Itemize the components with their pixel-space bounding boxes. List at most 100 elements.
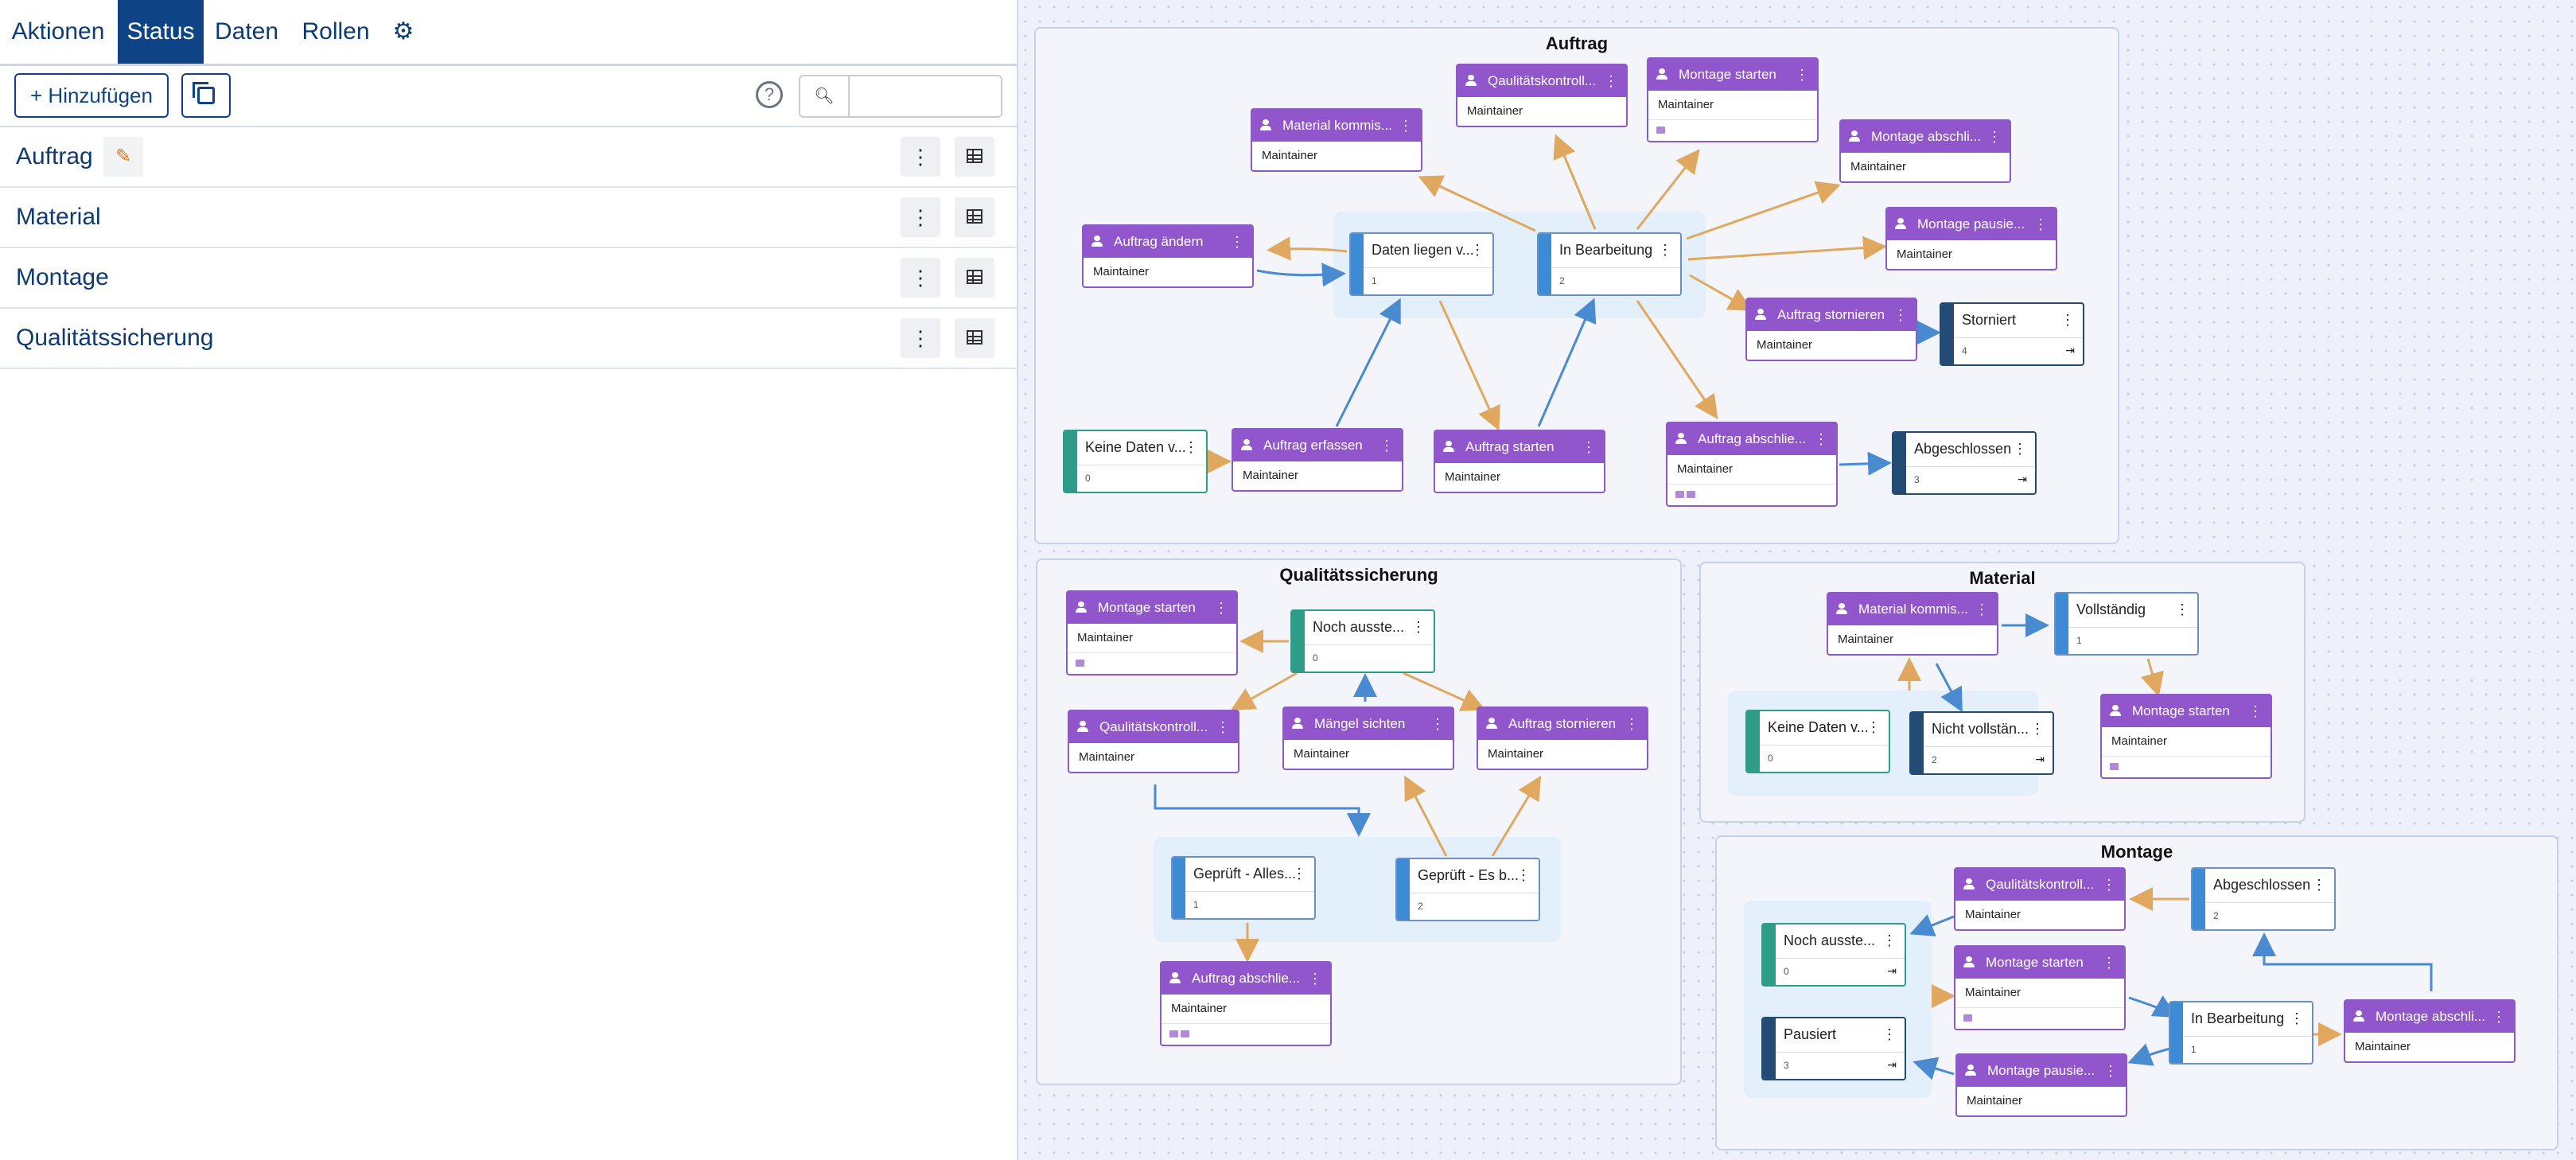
action-node[interactable]: Qaulitätskontroll...⋮ Maintainer — [1954, 867, 2126, 931]
more-icon[interactable]: ⋮ — [1216, 719, 1230, 735]
action-node[interactable]: Material kommis...⋮ Maintainer — [1251, 108, 1422, 172]
help-icon[interactable]: ? — [756, 81, 783, 108]
list-item-auftrag[interactable]: Auftrag ✎ ⋮ — [0, 127, 1017, 188]
more-icon[interactable]: ⋮ — [1430, 716, 1445, 732]
state-node[interactable]: In Bearbeitung⋮ 2 — [1537, 232, 1682, 296]
person-icon — [1755, 309, 1766, 320]
action-node[interactable]: Auftrag stornieren⋮ Maintainer — [1477, 707, 1648, 770]
state-node[interactable]: Geprüft - Es b...⋮ 2 — [1395, 858, 1540, 921]
more-icon[interactable]: ⋮ — [2175, 601, 2189, 617]
state-node[interactable]: In Bearbeitung⋮ 1 — [2169, 1001, 2313, 1065]
table-icon[interactable] — [955, 197, 994, 237]
more-icon[interactable]: ⋮ — [1214, 600, 1228, 616]
more-icon[interactable]: ⋮ — [2290, 1010, 2304, 1026]
search-input[interactable] — [850, 78, 1001, 115]
more-icon[interactable]: ⋮ — [2102, 877, 2116, 893]
more-icon[interactable]: ⋮ — [1308, 971, 1322, 987]
state-node[interactable]: Vollständig⋮ 1 — [2054, 592, 2199, 656]
more-icon[interactable]: ⋮ — [1882, 932, 1897, 948]
state-node[interactable]: Noch ausste...⋮ 0 — [1290, 609, 1435, 673]
action-node[interactable]: Montage abschli...⋮ Maintainer — [2344, 999, 2516, 1063]
more-icon[interactable]: ⋮ — [1230, 234, 1244, 250]
action-node[interactable]: Qaulitätskontroll...⋮ Maintainer — [1456, 64, 1628, 127]
state-node[interactable]: Daten liegen v...⋮ 1 — [1349, 232, 1494, 296]
more-icon[interactable]: ⋮ — [1399, 118, 1413, 134]
more-icon[interactable]: ⋮ — [2312, 877, 2326, 893]
more-icon[interactable]: ⋮ — [2033, 216, 2048, 232]
state-node[interactable]: Nicht vollstän...⋮ 2⇥ — [1909, 711, 2054, 775]
search-icon: 🔍︎ — [800, 76, 850, 116]
list-item-montage[interactable]: Montage ⋮ — [0, 248, 1017, 309]
action-node[interactable]: Montage pausie...⋮ Maintainer — [1885, 207, 2057, 271]
tab-daten[interactable]: Daten — [214, 18, 279, 45]
state-node[interactable]: Geprüft - Alles...⋮ 1 — [1171, 856, 1316, 920]
more-icon[interactable]: ⋮ — [1582, 439, 1596, 455]
tab-rollen[interactable]: Rollen — [302, 18, 370, 45]
more-icon[interactable]: ⋮ — [1987, 129, 2002, 145]
state-node[interactable]: Noch ausste...⋮ 0⇥ — [1761, 923, 1906, 987]
pencil-icon[interactable]: ✎ — [103, 137, 143, 177]
more-icon[interactable]: ⋮ — [2103, 1063, 2118, 1079]
more-icon[interactable]: ⋮ — [901, 137, 940, 177]
action-node[interactable]: Mängel sichten⋮ Maintainer — [1282, 707, 1454, 770]
table-icon[interactable] — [955, 137, 994, 177]
action-node[interactable]: Montage abschli...⋮ Maintainer — [1839, 119, 2011, 183]
state-node[interactable]: Storniert⋮ 4⇥ — [1940, 302, 2084, 366]
action-node[interactable]: Montage starten⋮ Maintainer — [2100, 694, 2272, 779]
data-icon — [1181, 1030, 1189, 1037]
more-icon[interactable]: ⋮ — [2060, 312, 2075, 328]
more-icon[interactable]: ⋮ — [1658, 242, 1672, 258]
more-icon[interactable]: ⋮ — [1866, 719, 1881, 735]
more-icon[interactable]: ⋮ — [2013, 441, 2027, 457]
tab-aktionen[interactable]: Aktionen — [11, 18, 105, 45]
more-icon[interactable]: ⋮ — [1975, 601, 1989, 617]
more-icon[interactable]: ⋮ — [1814, 431, 1828, 447]
action-node[interactable]: Auftrag starten⋮ Maintainer — [1434, 430, 1605, 493]
more-icon[interactable]: ⋮ — [901, 197, 940, 237]
table-icon[interactable] — [955, 318, 994, 358]
action-node[interactable]: Auftrag abschlie...⋮ Maintainer — [1160, 961, 1332, 1046]
more-icon[interactable]: ⋮ — [901, 318, 940, 358]
action-node[interactable]: Qaulitätskontroll...⋮ Maintainer — [1068, 710, 1239, 773]
list-item-qualitaetssicherung[interactable]: Qualitätssicherung ⋮ — [0, 309, 1017, 369]
action-node[interactable]: Montage starten⋮ Maintainer — [1954, 945, 2126, 1030]
person-icon — [1963, 956, 1975, 967]
action-node[interactable]: Montage starten⋮ Maintainer — [1647, 57, 1819, 142]
more-icon[interactable]: ⋮ — [1893, 307, 1908, 323]
list-item-material[interactable]: Material ⋮ — [0, 188, 1017, 248]
more-icon[interactable]: ⋮ — [1470, 242, 1485, 258]
state-node[interactable]: Pausiert⋮ 3⇥ — [1761, 1017, 1906, 1080]
more-icon[interactable]: ⋮ — [1604, 73, 1618, 89]
action-node[interactable]: Montage starten⋮ Maintainer — [1066, 590, 1238, 675]
data-icon — [1076, 660, 1084, 667]
action-node[interactable]: Auftrag erfassen⋮ Maintainer — [1232, 428, 1403, 492]
add-button[interactable]: + Hinzufügen — [14, 73, 169, 118]
state-node[interactable]: Keine Daten v...⋮ 0 — [1063, 430, 1208, 493]
more-icon[interactable]: ⋮ — [1411, 619, 1426, 635]
more-icon[interactable]: ⋮ — [1379, 438, 1394, 453]
workflow-canvas[interactable]: Auftrag Qualitätssicherung Material Mont… — [1018, 0, 2576, 1160]
gear-icon[interactable]: ⚙ — [392, 18, 414, 45]
more-icon[interactable]: ⋮ — [1625, 716, 1639, 732]
state-node[interactable]: Keine Daten v...⋮ 0 — [1745, 710, 1890, 773]
more-icon[interactable]: ⋮ — [2030, 721, 2045, 737]
action-node[interactable]: Auftrag ändern⋮ Maintainer — [1082, 224, 1254, 288]
more-icon[interactable]: ⋮ — [1292, 866, 1306, 882]
duplicate-button[interactable] — [181, 73, 231, 118]
more-icon[interactable]: ⋮ — [1882, 1026, 1897, 1042]
more-icon[interactable]: ⋮ — [1516, 867, 1531, 883]
table-icon[interactable] — [955, 258, 994, 298]
more-icon[interactable]: ⋮ — [2102, 955, 2116, 971]
state-node[interactable]: Abgeschlossen⋮ 3⇥ — [1892, 431, 2037, 495]
action-node[interactable]: Auftrag abschlie...⋮ Maintainer — [1666, 422, 1838, 507]
more-icon[interactable]: ⋮ — [1184, 439, 1198, 455]
action-node[interactable]: Auftrag stornieren⋮ Maintainer — [1745, 298, 1917, 361]
more-icon[interactable]: ⋮ — [2248, 703, 2263, 719]
more-icon[interactable]: ⋮ — [2492, 1009, 2506, 1025]
more-icon[interactable]: ⋮ — [901, 258, 940, 298]
more-icon[interactable]: ⋮ — [1795, 67, 1809, 83]
tab-status[interactable]: Status — [118, 0, 204, 64]
state-node[interactable]: Abgeschlossen⋮ 2 — [2191, 867, 2336, 931]
action-node[interactable]: Montage pausie...⋮ Maintainer — [1955, 1053, 2127, 1117]
action-node[interactable]: Material kommis...⋮ Maintainer — [1827, 592, 1998, 656]
